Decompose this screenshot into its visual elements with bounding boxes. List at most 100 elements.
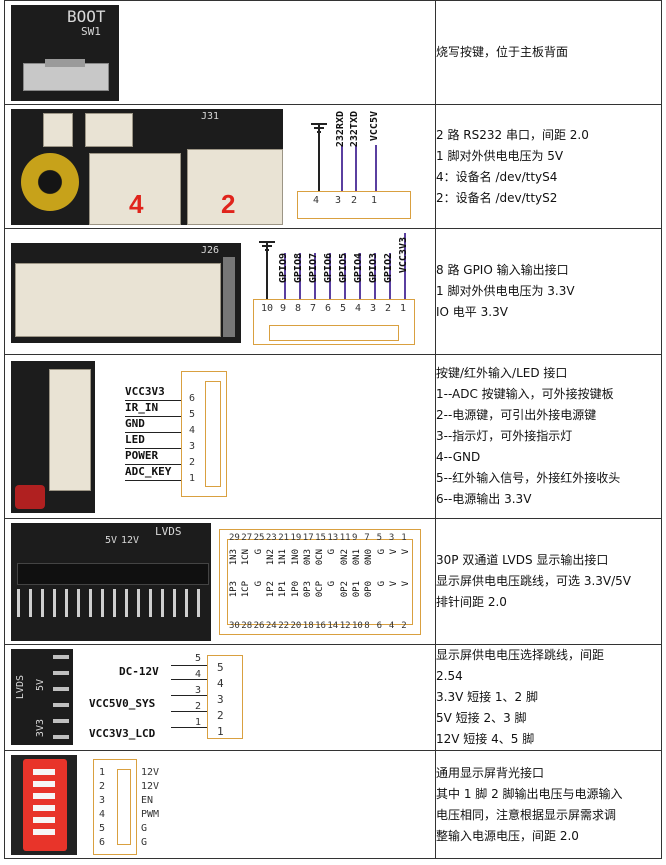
label-gpio5: GPIO5 [338,253,349,284]
pin-number: 4 [189,425,196,436]
small-connector [43,113,73,147]
mounting-hole [21,153,79,211]
connector-symbol-inner [117,769,131,845]
desc-line: 8 路 GPIO 输入输出接口 [436,263,569,277]
pin-number: 3 [335,195,342,206]
label-vcc3v3: VCC3V3 [125,385,165,398]
latch [223,257,235,337]
pin-number: 4 [313,195,320,206]
gpio-image: J26 VCC3V3 GPIO2 GPIO3 GPIO4 GPIO5 GPIO6… [4,228,436,355]
lvds-pin-number: 15 [315,533,326,543]
lvds-signal-label: G [253,581,264,587]
desc-line: 烧写按键，位于主板背面 [436,45,569,59]
lvds-pin-number: 29 [229,533,240,543]
pin-number: 5 [217,661,224,674]
desc-line: 2--电源键，可引出外接电源键 [436,408,597,422]
cable [15,485,45,509]
desc-line: 3.3V 短接 1、2 脚 [436,690,539,704]
wire [375,145,377,191]
desc-line: 1 脚对外供电电压为 3.3V [436,284,575,298]
wire [344,253,346,299]
lvds-pin-number: 13 [327,533,339,543]
label-vcc5v: VCC5V [369,111,380,142]
lvds-signal-label: 0P3 [302,581,313,598]
pin-number: 6 [325,303,332,314]
lvds-signal-label: 0N0 [364,549,375,566]
small-connector [85,113,133,147]
pin-number: 2 [99,781,106,792]
key-ir-led-image: VCC3V3 IR_IN GND LED POWER ADC_KEY 6 5 4… [4,354,436,519]
desc-line: IO 电平 3.3V [436,305,508,319]
lvds-signal-label: 0CN [315,549,326,566]
lvds-pin-number: 11 [339,533,351,543]
connector-symbol-inner [205,381,221,487]
lvds-signal-label: 1N2 [265,549,276,566]
wire [171,711,207,712]
lvds-signal-label: 1P2 [265,581,276,598]
pin-number: 1 [371,195,378,206]
wire [125,416,181,417]
pin-number: 7 [310,303,317,314]
lvds-pin-number: 12 [339,621,351,631]
label-dc-12v: DC-12V [119,665,159,678]
table-row: VCC3V3 IR_IN GND LED POWER ADC_KEY 6 5 4… [4,354,662,519]
lvds-pin-number: 27 [241,533,253,543]
lvds-pin-number: 6 [376,621,383,631]
lvds-pin-number: 9 [352,533,358,543]
label-g: G [141,823,148,834]
label-12v: 12V [141,767,160,778]
table-row: 1 2 3 4 5 6 12V 12V EN PWM G G 通用显示屏背光接口… [4,750,662,859]
desc-line: 按键/红外输入/LED 接口 [436,366,568,380]
key-connector [49,369,91,491]
silk-3v3: 3V3 [35,719,46,738]
lvds-signal-label: 0N1 [352,549,362,566]
wire [389,253,391,299]
wire [171,679,207,680]
connector-symbol [181,371,227,497]
silk-j26: J26 [201,245,220,256]
table-row: LVDS 5V 3V3 DC-12V VCC5V0_SYS VCC3V3_LCD… [4,644,662,751]
wire [329,253,331,299]
gpio-connector [15,263,221,337]
label-gpio2: GPIO2 [383,253,394,284]
desc-line: 12V 短接 4、5 脚 [436,732,535,746]
wire [359,253,361,299]
lvds-signal-label: V [388,549,399,555]
connector-symbol [253,299,415,345]
wire [374,253,376,299]
label-adc-key: ADC_KEY [125,465,172,478]
lvds-signal-label: G [253,549,264,555]
lvds-signal-label: 0N3 [302,549,313,566]
lvds-signal-label: 0CP [315,581,326,598]
pin-number: 5 [99,823,106,834]
desc-line: 5V 短接 2、3 脚 [436,711,527,725]
lvds-pin-number: 10 [352,621,363,631]
label-en: EN [141,795,154,806]
pin-number: 1 [99,767,106,778]
desc-line: 4：设备名 /dev/ttyS4 [436,169,558,184]
boot-button-image: BOOT SW1 [4,0,436,105]
uart2-connector [187,149,283,225]
pin-number: 5 [189,409,196,420]
pin-number: 2 [189,457,196,468]
connector-symbol [207,655,243,739]
pin-number: 3 [195,685,202,696]
connector-symbol-inner [227,539,413,625]
desc-line: 1 脚对外供电电压为 5V [436,148,564,163]
pin-number: 1 [189,473,196,484]
lvds-pin-number: 7 [364,533,370,543]
wire [284,253,286,299]
pin-number: 9 [280,303,287,314]
desc-line: 显示屏供电电压选择跳线，间距 [436,648,605,662]
lvds-signal-label: 1P3 [229,581,239,598]
uart4-marker: 4 [129,189,144,219]
lvds-signal-label: V [401,549,412,555]
lvds-pin-number: 20 [290,621,302,631]
silk-5v: 5V [35,679,46,692]
label-gpio9: GPIO9 [278,253,289,284]
silk-lvds: LVDS [15,675,26,700]
lvds-pins [17,589,207,617]
desc-line: 2 路 RS232 串口，间距 2.0 [436,127,589,142]
